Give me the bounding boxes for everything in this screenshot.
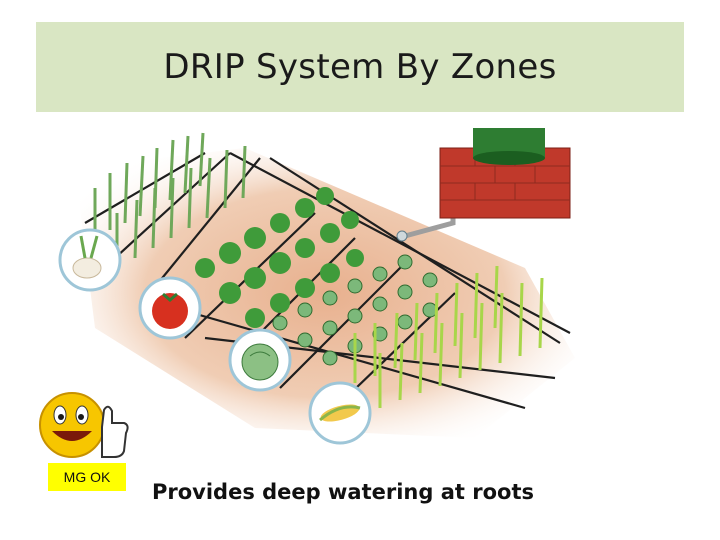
slide-title: DRIP System By Zones: [163, 47, 557, 87]
smiley-thumbs-up-icon: [39, 392, 129, 458]
status-badge: MG OK: [48, 463, 126, 491]
tomato-zone: [195, 187, 364, 328]
cabbage-icon: [228, 328, 292, 392]
cabbage-zone: [272, 254, 438, 366]
corn-zone: [353, 265, 544, 408]
valve: [396, 230, 408, 242]
drip-system-illustration: [58, 128, 575, 445]
tomato-icon: [138, 276, 202, 340]
slide-caption: Provides deep watering at roots: [152, 480, 534, 504]
onion-icon: [58, 228, 122, 292]
corn-icon: [308, 381, 372, 445]
water-tank-icon: [439, 128, 571, 219]
title-band: DRIP System By Zones: [36, 22, 684, 112]
